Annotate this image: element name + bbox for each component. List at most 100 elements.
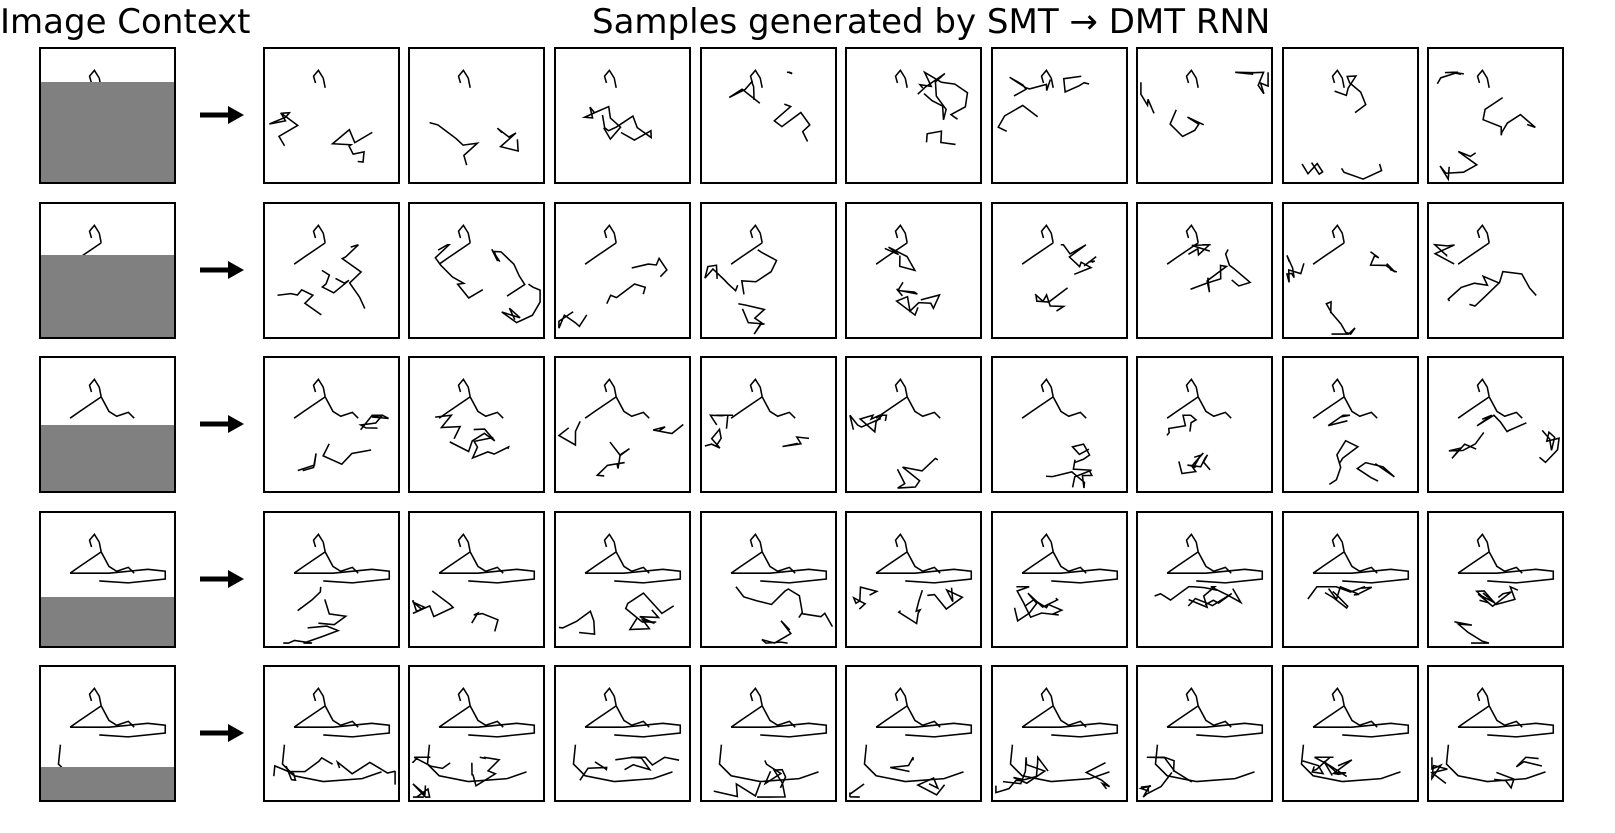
sketch-stroke [330,128,373,163]
sketch-stroke [585,568,682,584]
sketch-stroke [579,761,608,781]
generated-sample [263,47,400,184]
sketch-stroke [1185,687,1199,706]
sketch-stroke [1146,756,1193,783]
generated-sample [263,665,400,802]
generated-sample [1427,511,1564,648]
sketch-stroke [894,69,908,88]
sketch-stroke [324,396,359,419]
sketch-stroke [491,248,526,297]
sketch-stroke [761,705,796,728]
sketch-stroke [439,568,536,584]
right-arrow-icon [200,724,244,742]
sketch-drawing [273,687,396,785]
sketch-stroke [88,69,102,88]
sketch-stroke [1457,396,1490,419]
sketch-stroke [1313,568,1410,584]
sketch-drawing [581,69,652,141]
sketch-stroke [1454,620,1490,644]
sketch-drawing [572,687,682,783]
sketch-stroke [1328,439,1360,486]
sketch-stroke [1477,591,1512,608]
sketch-drawing [1300,687,1410,783]
sketch-drawing [1432,224,1537,307]
generated-sample [845,202,982,339]
sketch-stroke [412,783,431,798]
context-image [39,665,176,802]
generated-sample [1427,202,1564,339]
generated-sample [845,665,982,802]
sketch-stroke [100,705,135,728]
sketch-stroke [358,414,389,431]
sketch-drawing [1307,533,1410,610]
sketch-stroke [730,705,763,728]
sketch-stroke [652,423,684,435]
sketch-stroke [801,612,833,627]
sketch-stroke [849,414,882,430]
sketch-stroke [438,396,471,419]
sketch-stroke [1334,75,1367,114]
generated-sample [1282,665,1419,802]
generated-sample [845,511,982,648]
sketch-stroke [1355,461,1395,482]
sketch-drawing [875,224,941,317]
sketch-stroke [1302,760,1325,775]
sketch-stroke [1325,300,1356,336]
sketch-stroke [1185,378,1199,397]
sketch-stroke [335,759,396,785]
sketch-drawing [1166,378,1232,475]
sketch-drawing [558,533,682,636]
sketch-stroke [1060,243,1093,276]
sketch-stroke [1166,396,1199,419]
sketch-stroke [457,687,471,706]
sketch-stroke [449,428,496,453]
sketch-stroke [1167,722,1264,738]
sketch-stroke [704,264,739,293]
sketch-stroke [1301,162,1324,176]
sketch-stroke [1166,414,1198,436]
image-context-title: Image Context [0,2,251,42]
sketch-stroke [293,396,326,419]
sketch-drawing [995,687,1119,794]
sketch-stroke [469,551,504,574]
sketch-stroke [1324,590,1349,610]
sketch-stroke [585,722,682,738]
right-arrow-icon [200,415,244,433]
sketch-stroke [603,69,617,88]
sketch-drawing [713,687,828,798]
sketch-stroke [584,396,617,419]
generated-sample [1282,356,1419,493]
sketch-stroke [1187,592,1233,607]
sketch-stroke [603,378,617,397]
sketch-stroke [1140,82,1155,114]
sketch-stroke [1340,163,1383,180]
sketch-stroke [1476,533,1490,552]
sketch-drawing [730,533,833,644]
sketch-stroke [1430,757,1448,785]
sketch-stroke [1343,551,1378,574]
sketch-stroke [1197,551,1232,574]
sketch-stroke [1142,771,1173,798]
sketch-stroke [1312,242,1345,265]
sketch-stroke [894,378,908,397]
sketch-stroke [1185,533,1199,552]
sketch-stroke [1040,687,1054,706]
sketch-stroke [631,256,668,278]
sketch-stroke [918,70,969,120]
sketch-stroke [1052,551,1087,574]
sketch-stroke [293,551,326,574]
sketch-stroke [1327,414,1351,427]
sketch-stroke [1040,533,1054,552]
sketch-stroke [412,600,427,612]
sketch-stroke [318,599,348,626]
sketch-stroke [1331,224,1345,243]
sketch-drawing [1454,533,1555,644]
sketch-stroke [1185,224,1199,243]
sketch-stroke [1190,264,1229,293]
sketch-stroke [429,121,480,166]
generated-sample [554,356,691,493]
sketch-stroke [1022,722,1119,738]
sketch-stroke [1313,722,1410,738]
sketch-stroke [916,777,946,796]
sketch-stroke [435,414,462,440]
